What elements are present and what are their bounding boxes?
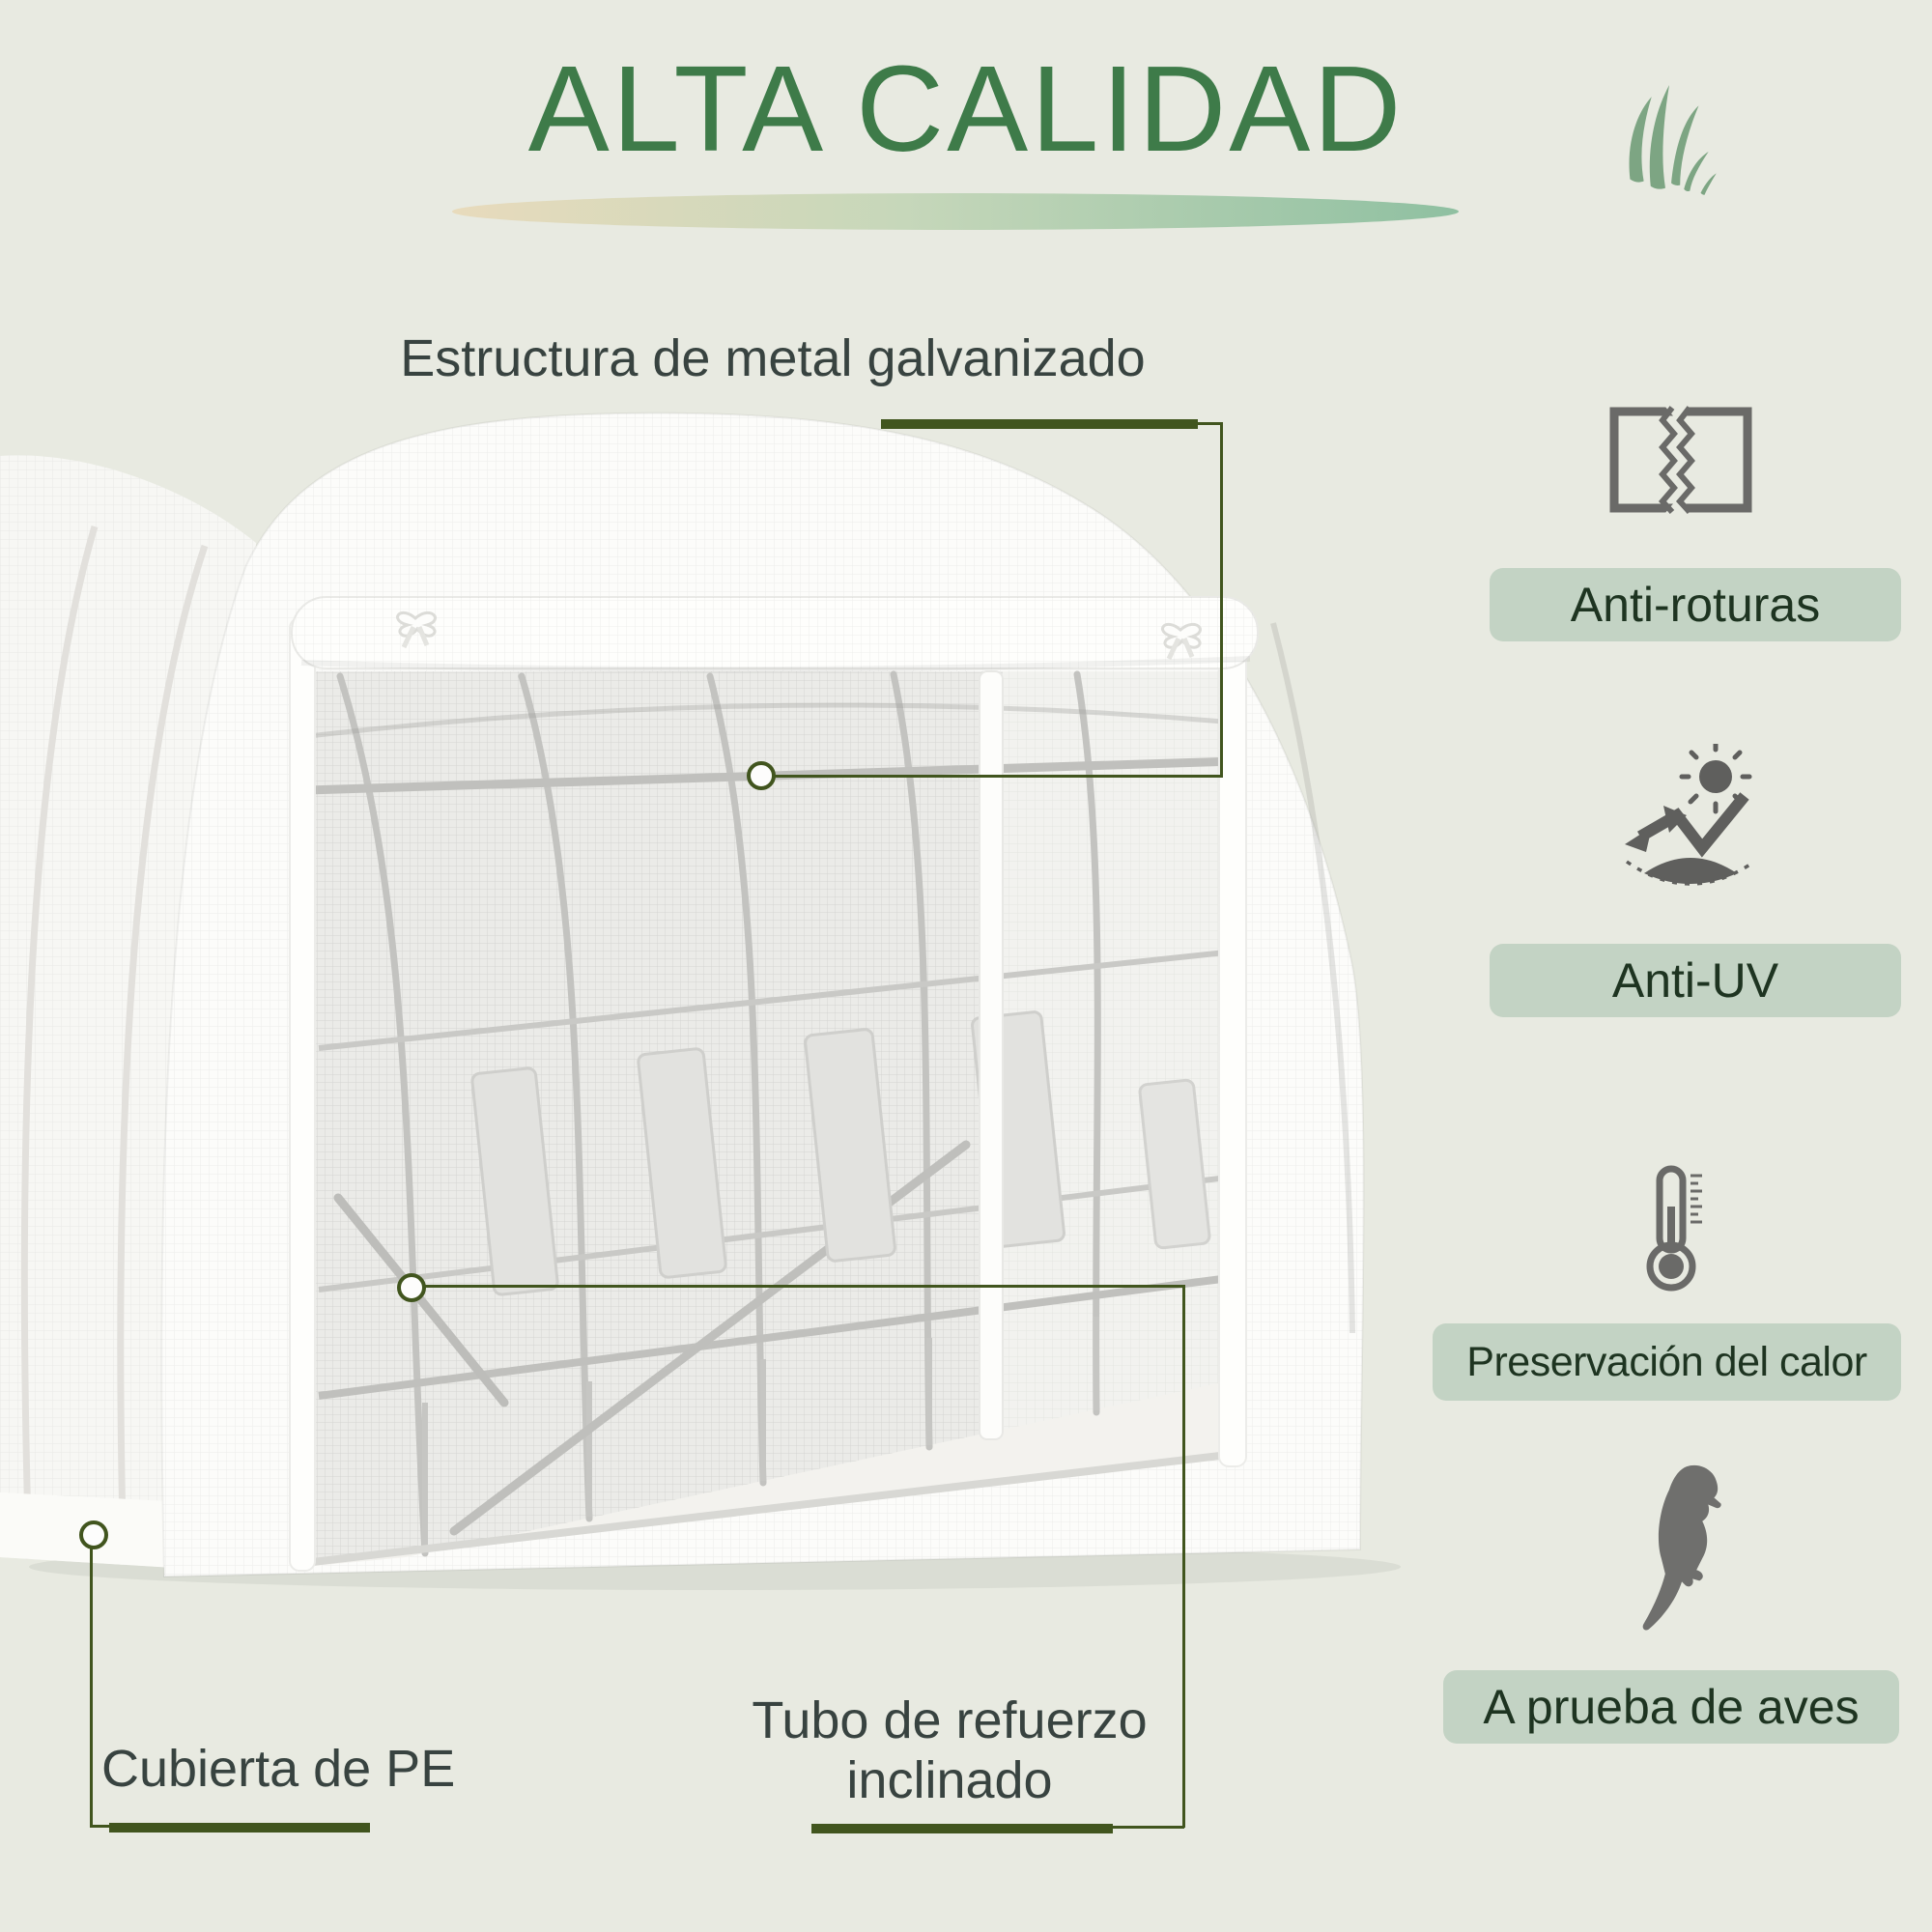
feature-band-preservacion-del-calor: Preservación del calor <box>1433 1323 1901 1401</box>
tubo-callout-line <box>1113 1826 1184 1829</box>
tubo-underline-bar <box>811 1824 1113 1833</box>
estructura-callout-line <box>768 775 1222 778</box>
feature-label: Anti-UV <box>1611 953 1779 1008</box>
anti-uv-icon <box>1625 744 1755 886</box>
door-tie-ribbon <box>396 611 437 649</box>
bird-proof-icon <box>1642 1464 1721 1631</box>
greenhouse-windows <box>470 1010 1211 1296</box>
greenhouse-door-interior <box>303 670 1237 1567</box>
rolled-up-door <box>291 596 1259 673</box>
tubo-label-line1: Tubo de refuerzo <box>752 1691 1148 1749</box>
feature-label: A prueba de aves <box>1483 1680 1860 1734</box>
title-underline-swoosh <box>452 193 1459 230</box>
page-title: ALTA CALIDAD <box>527 41 1405 177</box>
greenhouse-illustration <box>0 412 1401 1590</box>
door-frame-right-post <box>1218 625 1247 1467</box>
feature-band-a-prueba-de-aves: A prueba de aves <box>1443 1670 1899 1744</box>
estructura-label: Estructura de metal galvanizado <box>400 329 1146 387</box>
tubo-callout-dot <box>397 1273 426 1302</box>
inclined-brace-tube <box>333 1193 509 1407</box>
grass-icon <box>1629 85 1717 195</box>
estructura-callout-line <box>1220 422 1223 778</box>
tubo-callout-line <box>422 1285 1185 1288</box>
cubierta-callout-dot <box>79 1520 108 1549</box>
tubo-label-line2: inclinado <box>846 1751 1053 1809</box>
feature-band-anti-roturas: Anti-roturas <box>1490 568 1901 641</box>
heat-preservation-icon <box>1646 1165 1702 1292</box>
cubierta-callout-line <box>90 1825 113 1828</box>
cubierta-callout-line <box>90 1546 93 1827</box>
estructura-callout-dot <box>747 761 776 790</box>
tubo-label: Tubo de refuerzo inclinado <box>660 1690 1239 1810</box>
estructura-underline-bar <box>881 419 1198 429</box>
feature-label: Preservación del calor <box>1466 1338 1867 1385</box>
door-frame-left-post <box>289 617 316 1572</box>
feature-label: Anti-roturas <box>1570 578 1821 632</box>
door-tie-ribbon <box>1161 622 1202 661</box>
feature-band-anti-uv: Anti-UV <box>1490 944 1901 1017</box>
cubierta-underline-bar <box>109 1823 370 1833</box>
interior-upright-pole <box>979 670 1004 1440</box>
tubo-callout-line <box>1182 1287 1185 1828</box>
estructura-callout-line <box>1198 422 1223 425</box>
tear-resistance-icon <box>1609 406 1752 514</box>
cubierta-label: Cubierta de PE <box>101 1740 456 1798</box>
